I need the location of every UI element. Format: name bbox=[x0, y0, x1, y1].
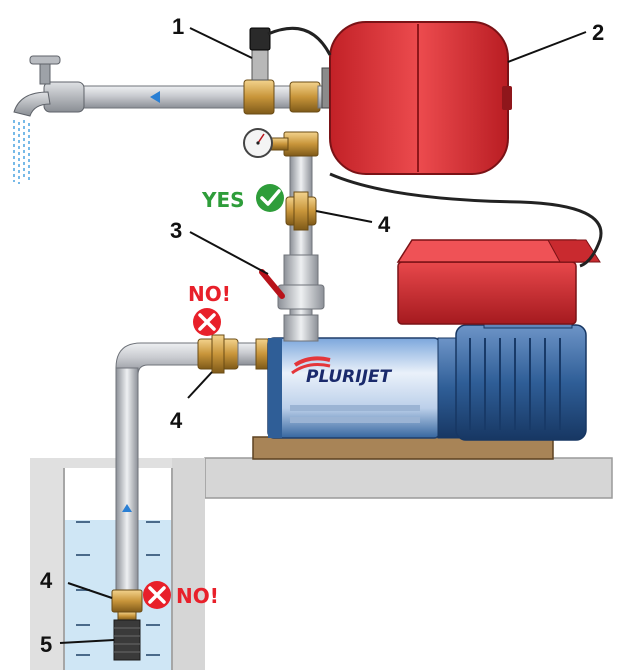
check-icon bbox=[256, 184, 284, 212]
pressure-gauge bbox=[243, 128, 289, 158]
yes-mark: YES bbox=[201, 184, 284, 212]
strainer bbox=[113, 619, 141, 661]
expansion-tank bbox=[321, 21, 512, 175]
cables bbox=[267, 26, 603, 268]
no-mark-top: NO! bbox=[188, 282, 231, 336]
discharge-line bbox=[81, 27, 331, 115]
ball-valve bbox=[259, 269, 325, 310]
pressure-switch-tee bbox=[243, 79, 275, 115]
callout-4-bottom: 4 bbox=[40, 568, 53, 593]
flow-arrow-up bbox=[122, 504, 132, 512]
outlet-riser bbox=[283, 131, 319, 342]
callout-3: 3 bbox=[170, 218, 182, 243]
callout-2: 2 bbox=[592, 20, 604, 45]
well-wall-right bbox=[172, 458, 205, 670]
brand-logo: PLURIJET bbox=[306, 367, 393, 387]
no-label-top: NO! bbox=[188, 282, 231, 306]
suction-pipe bbox=[115, 342, 201, 593]
no-label-bottom: NO! bbox=[176, 584, 219, 608]
faucet-handle[interactable] bbox=[29, 55, 61, 65]
pressure-switch bbox=[251, 47, 269, 81]
flow-arrow-left bbox=[150, 91, 160, 103]
foot-valve bbox=[111, 589, 143, 661]
faucet bbox=[13, 55, 85, 184]
yes-label: YES bbox=[201, 188, 245, 212]
pump-motor bbox=[455, 324, 587, 441]
gauge-tee bbox=[283, 131, 319, 157]
check-valve-bottom bbox=[111, 589, 143, 613]
callout-1: 1 bbox=[172, 14, 184, 39]
callout-5: 5 bbox=[40, 632, 52, 657]
water-stream bbox=[13, 120, 30, 184]
no-mark-bottom: NO! bbox=[143, 581, 219, 609]
pump: PLURIJET bbox=[267, 299, 587, 441]
floor-slab bbox=[204, 457, 613, 499]
callout-4-top: 4 bbox=[378, 212, 391, 237]
inlet-check-valve bbox=[197, 334, 269, 374]
tank-tee bbox=[289, 81, 321, 113]
leader-lines bbox=[59, 27, 587, 644]
callout-numbers: 1 2 3 4 4 4 5 bbox=[40, 14, 604, 657]
valve-handle[interactable] bbox=[259, 269, 285, 299]
pressure-controller bbox=[396, 239, 601, 325]
callout-4-middle: 4 bbox=[170, 408, 183, 433]
